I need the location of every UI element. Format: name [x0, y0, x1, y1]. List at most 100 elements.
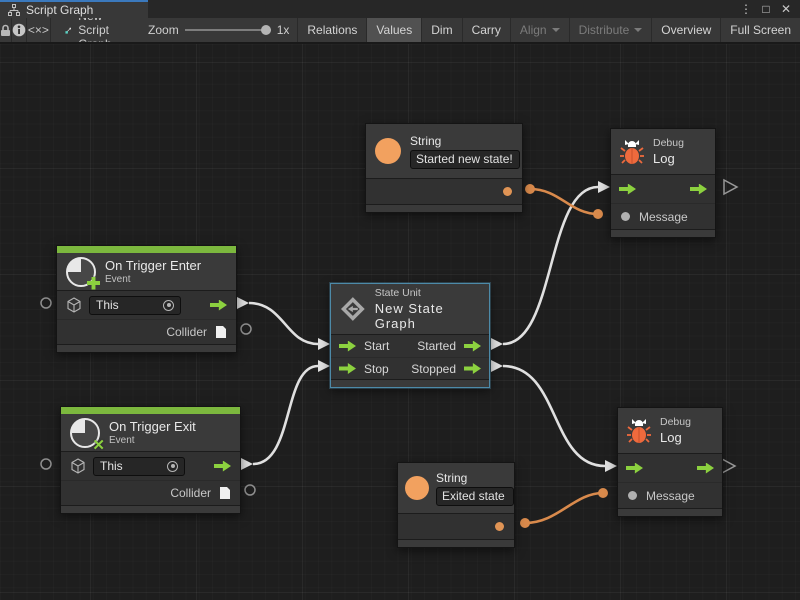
overview-button[interactable]: Overview	[651, 18, 720, 42]
align-dropdown[interactable]: Align	[509, 18, 569, 42]
wire-string-to-message-bottom[interactable]	[524, 491, 604, 525]
relations-button[interactable]: Relations	[297, 18, 366, 42]
string-value-input[interactable]	[410, 149, 520, 169]
node-footer	[57, 344, 236, 352]
values-button[interactable]: Values	[366, 18, 422, 42]
wire-source-arrow	[241, 458, 253, 470]
node-debug-log-top[interactable]: Debug Log Message	[610, 128, 716, 238]
node-footer	[398, 539, 514, 547]
message-input-port[interactable]	[628, 491, 637, 500]
distribute-dropdown[interactable]: Distribute	[568, 18, 652, 42]
info-icon	[12, 23, 26, 37]
wire-dest-arrow	[318, 360, 330, 372]
wire-dest-arrow	[598, 181, 610, 193]
port-label: Collider	[170, 486, 211, 500]
tab-script-graph[interactable]: Script Graph	[0, 0, 148, 18]
unconnected-port-circle[interactable]	[40, 297, 52, 309]
ghost-flow-arrow	[721, 457, 737, 475]
wire-started-to-log[interactable]	[502, 185, 599, 346]
this-target-field[interactable]: This	[93, 456, 185, 476]
node-state-unit[interactable]: State Unit New State Graph Start Started	[330, 283, 490, 388]
start-input-port[interactable]	[339, 340, 356, 352]
wires-layer	[40, 178, 739, 528]
node-title: On Trigger Enter	[105, 258, 202, 273]
node-category: State Unit	[374, 287, 421, 299]
stop-input-port[interactable]	[339, 363, 356, 374]
info-button[interactable]	[12, 18, 27, 42]
port-label: Start	[364, 339, 390, 353]
state-unit-icon	[340, 297, 365, 321]
zoom-label: Zoom	[148, 23, 179, 37]
fullscreen-button[interactable]: Full Screen	[720, 18, 800, 42]
values-label: Values	[376, 23, 413, 37]
window-menu-icon[interactable]: ⋮	[740, 2, 752, 16]
window-controls: ⋮ □ ✕	[738, 0, 800, 18]
port-label: Message	[646, 488, 695, 503]
bug-icon	[620, 139, 644, 164]
node-debug-log-bottom[interactable]: Debug Log Message	[617, 407, 723, 517]
close-icon[interactable]: ✕	[780, 2, 792, 16]
gameobject-cube-icon	[71, 458, 85, 474]
flow-input-port[interactable]	[619, 183, 636, 195]
graph-title-area: New Script Graph	[51, 18, 132, 42]
flow-input-port[interactable]	[626, 462, 643, 474]
chevron-down-icon	[551, 28, 560, 32]
dim-label: Dim	[431, 23, 453, 37]
unconnected-port-circle[interactable]	[40, 458, 52, 470]
flow-output-port[interactable]	[210, 299, 227, 311]
node-title: Log	[653, 151, 675, 166]
string-type-icon	[405, 476, 429, 500]
unconnected-port-circle[interactable]	[244, 484, 256, 496]
node-title: String	[436, 470, 468, 485]
node-on-trigger-exit[interactable]: ✕ On Trigger Exit Event This	[60, 406, 241, 514]
graph-toolbar: <×> New Script Graph Zoom 1x Relations V…	[0, 18, 800, 44]
flow-output-port[interactable]	[690, 183, 707, 195]
lock-button[interactable]	[0, 18, 12, 42]
node-on-trigger-enter[interactable]: On Trigger Enter Event This	[56, 245, 237, 353]
zoom-value: 1x	[276, 23, 290, 37]
wire-trigger-enter-to-start[interactable]	[248, 301, 319, 346]
zoom-slider[interactable]	[184, 25, 271, 35]
target-picker-icon[interactable]	[167, 460, 178, 472]
zoom-control: Zoom 1x	[132, 18, 297, 42]
node-title: String	[410, 133, 442, 148]
unconnected-port-circle[interactable]	[240, 323, 252, 335]
string-value-input[interactable]	[436, 486, 514, 506]
align-label: Align	[519, 23, 547, 37]
started-output-port[interactable]	[464, 340, 481, 352]
code-preview-label: <×>	[27, 23, 49, 37]
maximize-icon[interactable]: □	[762, 2, 770, 16]
string-output-port[interactable]	[503, 187, 512, 196]
overview-label: Overview	[661, 23, 712, 37]
ghost-flow-arrow	[723, 178, 739, 196]
toolbar-button-group: Relations Values Dim Carry Align Distrib…	[297, 18, 800, 42]
node-subtitle: Event	[109, 435, 135, 446]
message-input-port[interactable]	[621, 212, 630, 221]
dim-button[interactable]: Dim	[421, 18, 461, 42]
zoom-slider-handle[interactable]	[260, 25, 271, 35]
node-title: New State Graph	[374, 301, 444, 331]
flow-output-port[interactable]	[697, 462, 714, 474]
port-label: Started	[417, 339, 456, 353]
target-picker-icon[interactable]	[163, 299, 174, 311]
tab-bar: Script Graph ⋮ □ ✕	[0, 0, 800, 18]
node-string-top[interactable]: String	[365, 123, 523, 213]
this-target-field[interactable]: This	[89, 295, 181, 315]
node-string-bottom[interactable]: String	[397, 462, 515, 548]
node-category: Debug	[660, 416, 691, 428]
stopped-output-port[interactable]	[464, 363, 481, 374]
port-label: Message	[639, 209, 688, 224]
wire-trigger-exit-to-stop[interactable]	[252, 364, 319, 466]
code-preview-button[interactable]: <×>	[27, 18, 51, 42]
carry-button[interactable]: Carry	[461, 18, 510, 42]
string-output-port[interactable]	[495, 522, 504, 531]
flow-output-port[interactable]	[214, 460, 231, 472]
wire-stopped-to-log[interactable]	[502, 364, 606, 468]
bug-icon	[627, 418, 651, 443]
collider-file-icon	[220, 487, 230, 499]
graph-canvas[interactable]: String	[0, 44, 800, 600]
wire-string-to-message-top[interactable]	[529, 187, 599, 216]
node-footer	[366, 204, 522, 212]
distribute-label: Distribute	[578, 23, 630, 37]
